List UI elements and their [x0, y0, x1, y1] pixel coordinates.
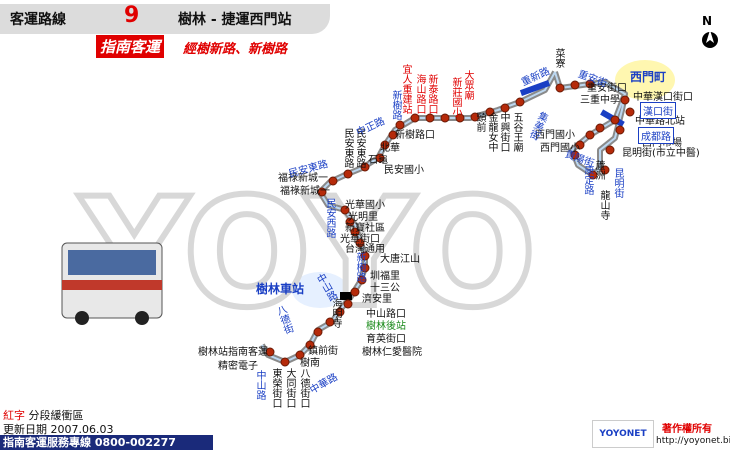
- stop-label: 菜寮: [553, 48, 564, 68]
- stop-label: 中興街口: [498, 112, 509, 152]
- stop-label: 福祿新城一: [280, 186, 330, 197]
- stop-label: 龍山寺: [598, 190, 609, 220]
- stop-label: 民安東路: [342, 128, 353, 168]
- route-ends: 樹林 - 捷運西門站: [178, 12, 292, 28]
- stop-label: 光華國小: [345, 200, 385, 211]
- stop-label: 光華街口: [340, 234, 380, 245]
- update-date: 更新日期 2007.06.03: [3, 423, 114, 436]
- stop-label: 中華路北站: [635, 116, 685, 127]
- stop-label: 東榮街口: [270, 368, 281, 408]
- stop-label: 樹林後站: [366, 321, 406, 332]
- stop-label: 宜人重建站: [400, 64, 411, 114]
- road-label: 中山路: [254, 370, 265, 400]
- stop-label: 中華漢口街口: [633, 92, 693, 103]
- compass-letter: N: [702, 14, 713, 28]
- stop-label: 蘆洲: [593, 160, 604, 180]
- stop-label: 育英街口: [366, 334, 406, 345]
- stop-label: 民安東路: [354, 128, 365, 168]
- stop-label: 民安國小: [384, 165, 424, 176]
- mrt-segment: [519, 80, 551, 96]
- stop-label: 新樹路口: [395, 130, 435, 141]
- yoyonet-logo-icon: YOYONET: [592, 420, 654, 448]
- bus-icon: [61, 242, 163, 325]
- stop-label: 西門國小: [540, 143, 580, 154]
- stop-label: 大眾廟: [462, 70, 473, 100]
- north-arrow-icon: [702, 30, 718, 48]
- legend-red: 紅字: [3, 409, 25, 422]
- hotline: 指南客運服務專線 0800-002277: [0, 435, 213, 450]
- stop-label: 昆明街(市立中醫): [622, 148, 700, 159]
- stop-label: 福祿新城一: [278, 173, 328, 184]
- area-ximending: 西門町: [630, 70, 667, 84]
- area-shulin-station: 樹林車站: [256, 282, 305, 296]
- stop-label: 中山路口: [366, 309, 406, 320]
- stop-label: 新莊國小: [450, 77, 461, 117]
- stop-label: 濟安里: [362, 294, 392, 305]
- stop-label: 重安街口: [587, 83, 627, 94]
- stop-label: 八德街口: [298, 368, 309, 408]
- road-label: 民安西路: [324, 198, 335, 238]
- stop-label: 光明里: [348, 212, 378, 223]
- stop-label: 海明寺: [330, 298, 341, 328]
- stop-label: 大同街口: [284, 368, 295, 408]
- stop-label: 金龍女中: [486, 112, 497, 152]
- stop-label: 北華: [380, 143, 400, 154]
- stop-label: 三重中學: [580, 95, 620, 106]
- stop-label: 頭前: [474, 112, 485, 132]
- legend: 紅字 分段緩衝區: [3, 407, 84, 423]
- road-label: 漢口街: [640, 102, 676, 119]
- road-label: 新樹路: [354, 252, 365, 282]
- stop-label: 圳福里: [370, 271, 400, 282]
- stop-label: 鎮前街: [308, 346, 338, 357]
- train-station-icon: [340, 292, 352, 300]
- road-label: 成都路: [638, 127, 674, 144]
- stop-label: 樹林仁愛醫院: [362, 347, 422, 358]
- stop-label: 台灣通用: [345, 244, 385, 255]
- copyright: 著作權所有: [662, 424, 712, 435]
- stop-label: 十三公: [370, 283, 400, 294]
- website-link[interactable]: http://yoyonet.biz: [656, 436, 730, 446]
- route-stops: [265, 79, 635, 367]
- road-label: 昆明街: [612, 168, 623, 198]
- road-label: 康定路: [582, 165, 593, 195]
- stop-label: 五谷王廟: [511, 112, 522, 152]
- ximending-highlight: [615, 60, 675, 100]
- shulin-highlight: [292, 272, 348, 308]
- via-roads: 經樹新路、新樹路: [183, 42, 288, 57]
- company-name: 指南客運: [96, 35, 165, 58]
- header-bar: [0, 4, 330, 34]
- road-label: 新樹路: [390, 90, 401, 120]
- stop-label: 石龜: [368, 155, 388, 166]
- stop-label: 西門國小: [535, 130, 575, 141]
- stop-label: 精密電子: [218, 361, 258, 372]
- stop-label: 新泰路口: [426, 74, 437, 114]
- stop-label: 大唐江山: [380, 254, 420, 265]
- stop-label: 樹南: [300, 358, 320, 369]
- stop-label: 新寶社區: [345, 223, 385, 234]
- legend-desc: 分段緩衝區: [28, 409, 84, 422]
- stop-label: 樹林站指南客運: [198, 347, 268, 358]
- route-label: 客運路線: [10, 12, 66, 28]
- route-number: 9: [124, 3, 140, 28]
- stop-label: 海山路口: [414, 74, 425, 114]
